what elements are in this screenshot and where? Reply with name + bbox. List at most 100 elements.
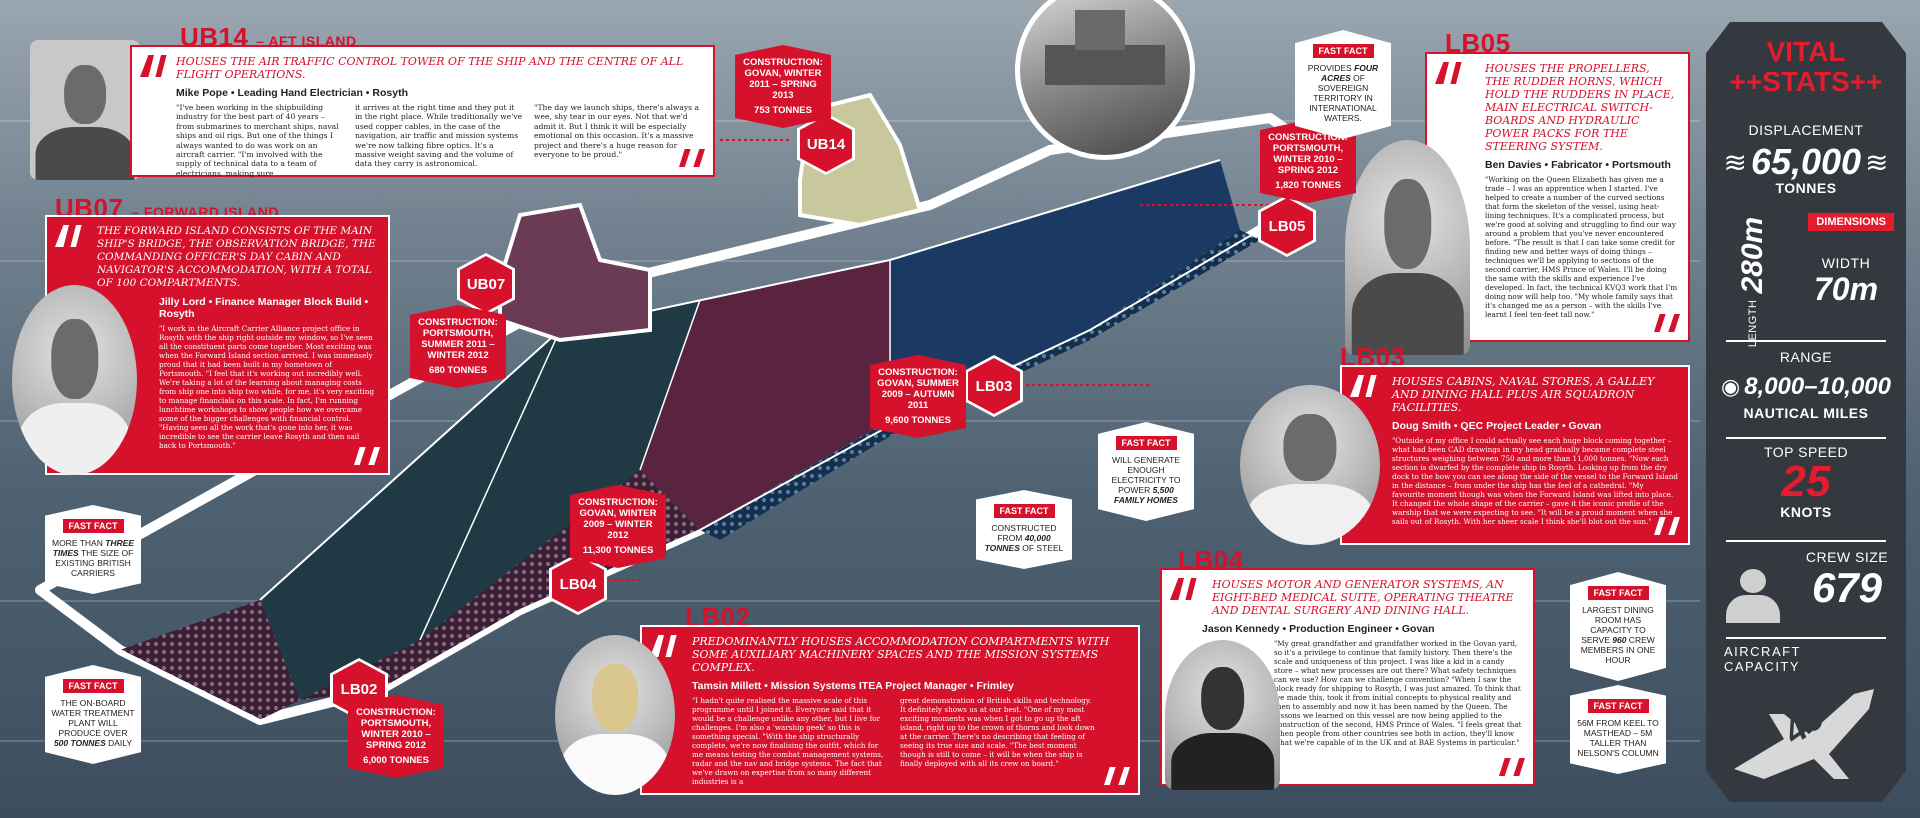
fast-fact-size: FAST FACT MORE THAN THREE TIMES THE SIZE… bbox=[45, 505, 141, 594]
fast-fact-label: FAST FACT bbox=[993, 504, 1055, 518]
forward-island bbox=[498, 202, 652, 343]
lb04-person: Jason Kennedy • Production Engineer • Go… bbox=[1202, 623, 1435, 635]
construction-tonnes: 753 TONNES bbox=[754, 105, 812, 116]
ub14-person: Mike Pope • Leading Hand Electrician • R… bbox=[176, 87, 408, 99]
portrait-mike-pope bbox=[30, 40, 140, 180]
ub14-text-col1: "I've been working in the shipbuilding i… bbox=[176, 103, 339, 178]
speed-unit: KNOTS bbox=[1780, 504, 1832, 520]
hull-section-line bbox=[639, 299, 701, 471]
lb05-body: "Working on the Queen Elizabeth has give… bbox=[1485, 175, 1678, 319]
lb05-person: Ben Davies • Fabricator • Portsmouth bbox=[1485, 159, 1671, 171]
ub07-person: Jilly Lord • Finance Manager Block Build… bbox=[159, 296, 369, 320]
range-label: RANGE bbox=[1779, 349, 1833, 365]
quote-icon bbox=[140, 55, 167, 77]
hull-keel-line bbox=[119, 229, 1261, 722]
speed-value: 25 bbox=[1781, 457, 1831, 506]
construction-tonnes: 11,300 TONNES bbox=[582, 545, 654, 556]
photo-ship-shape bbox=[1045, 45, 1165, 85]
wave-icon: ≋ bbox=[1865, 146, 1889, 178]
lb03-body: "Outside of my office I could actually s… bbox=[1392, 436, 1678, 526]
lb04-body: "My great grandfather and grandfather wo… bbox=[1274, 639, 1522, 747]
construction-text: CONSTRUCTION: GOVAN, WINTER 2009 – WINTE… bbox=[578, 497, 658, 541]
lb02-text-col1: "I hadn't quite realised the massive sca… bbox=[692, 696, 884, 786]
construction-badge-ub14: CONSTRUCTION: GOVAN, WINTER 2011 – SPRIN… bbox=[735, 45, 831, 128]
jet-icon bbox=[1734, 689, 1874, 779]
vital-stats-title: VITAL bbox=[1766, 36, 1846, 67]
speed-label: TOP SPEED bbox=[1763, 444, 1849, 460]
lb02-text-col2: great demonstration of British skills an… bbox=[900, 696, 1095, 768]
lb03-lead: HOUSES CABINS, NAVAL STORES, A GALLEY AN… bbox=[1392, 375, 1655, 414]
hull-block-lb05 bbox=[890, 160, 1240, 420]
fast-fact-water: FAST FACT THE ON-BOARD WATER TREATMENT P… bbox=[45, 665, 141, 764]
construction-text: CONSTRUCTION: PORTSMOUTH, WINTER 2010 – … bbox=[356, 707, 436, 751]
ub14-lead: HOUSES THE AIR TRAFFIC CONTROL TOWER OF … bbox=[176, 55, 684, 81]
hex-lb03: LB03 bbox=[968, 358, 1020, 414]
dock-photo bbox=[1015, 0, 1195, 160]
fast-fact-territory: FAST FACT PROVIDES FOUR ACRES OF SOVEREI… bbox=[1295, 30, 1391, 139]
lb05-lead: HOUSES THE PROPELLERS, THE RUDDER HORNS,… bbox=[1485, 62, 1675, 153]
lb03-panel: HOUSES CABINS, NAVAL STORES, A GALLEY AN… bbox=[1340, 365, 1690, 545]
displacement-value: 65,000 bbox=[1750, 141, 1862, 182]
lb03-person: Doug Smith • QEC Project Leader • Govan bbox=[1392, 420, 1602, 432]
portrait-jason-kennedy bbox=[1165, 640, 1280, 790]
fast-fact-electricity: FAST FACT WILL GENERATE ENOUGH ELECTRICI… bbox=[1098, 422, 1194, 521]
vital-stats-panel: VITAL ++STATS++ DISPLACEMENT ≋ 65,000 ≋ … bbox=[1706, 22, 1906, 802]
fast-fact-label: FAST FACT bbox=[1587, 586, 1649, 600]
radar-icon: ◉ bbox=[1720, 374, 1741, 399]
construction-tonnes: 680 TONNES bbox=[429, 365, 487, 376]
quote-close-icon bbox=[1499, 758, 1525, 776]
divider bbox=[1726, 637, 1886, 639]
wave-icon: ≋ bbox=[1723, 146, 1747, 178]
stat-range: RANGE ◉ 8,000–10,000 NAUTICAL MILES bbox=[1706, 349, 1906, 421]
fast-fact-label: FAST FACT bbox=[62, 679, 124, 693]
ub07-body: "I work in the Aircraft Carrier Alliance… bbox=[159, 324, 374, 450]
length-value: 280m bbox=[1736, 216, 1770, 294]
portrait-doug-smith bbox=[1240, 385, 1380, 545]
stat-length: LENGTH 280m WIDTH 70m bbox=[1706, 217, 1906, 347]
sea-streak bbox=[0, 260, 1700, 262]
lb02-panel: PREDOMINANTLY HOUSES ACCOMMODATION COMPA… bbox=[640, 625, 1140, 795]
fast-fact-steel: FAST FACT CONSTRUCTED FROM 40,000 TONNES… bbox=[976, 490, 1072, 569]
width-value: 70m bbox=[1813, 271, 1879, 307]
construction-text: CONSTRUCTION: GOVAN, WINTER 2011 – SPRIN… bbox=[743, 57, 823, 101]
ub14-text-col3: "The day we launch ships, there's always… bbox=[534, 103, 700, 160]
dimensions-label: DIMENSIONS bbox=[1808, 213, 1894, 231]
quote-icon bbox=[55, 225, 82, 247]
quote-icon bbox=[1435, 62, 1462, 84]
construction-text: CONSTRUCTION: PORTSMOUTH, WINTER 2010 – … bbox=[1268, 132, 1348, 176]
aircraft-label: AIRCRAFT CAPACITY bbox=[1724, 644, 1801, 674]
stat-displacement: DISPLACEMENT ≋ 65,000 ≋ TONNES bbox=[1706, 122, 1906, 196]
hull-section-line bbox=[419, 329, 561, 641]
fast-fact-label: FAST FACT bbox=[1587, 699, 1649, 713]
displacement-unit: TONNES bbox=[1775, 180, 1837, 196]
lb04-lead: HOUSES MOTOR AND GENERATOR SYSTEMS, AN E… bbox=[1212, 578, 1514, 617]
hex-ub07: UB07 bbox=[460, 256, 512, 312]
portrait-jilly-lord bbox=[12, 285, 137, 475]
range-unit: NAUTICAL MILES bbox=[1743, 405, 1869, 421]
fast-fact-label: FAST FACT bbox=[1115, 436, 1177, 450]
fast-fact-dining: FAST FACT LARGEST DINING ROOM HAS CAPACI… bbox=[1570, 572, 1666, 681]
stat-dimensions: DIMENSIONS bbox=[1706, 212, 1906, 231]
width-label: WIDTH bbox=[1821, 255, 1871, 271]
hull-deck-line bbox=[259, 159, 1221, 601]
ub07-lead: THE FORWARD ISLAND CONSISTS OF THE MAIN … bbox=[97, 225, 376, 289]
hex-ub14: UB14 bbox=[800, 116, 852, 172]
fast-fact-label: FAST FACT bbox=[1312, 44, 1374, 58]
construction-badge-lb03: CONSTRUCTION: GOVAN, SUMMER 2009 – AUTUM… bbox=[870, 355, 966, 438]
divider bbox=[1726, 340, 1886, 342]
divider bbox=[1726, 540, 1886, 542]
ub14-panel: HOUSES THE AIR TRAFFIC CONTROL TOWER OF … bbox=[130, 45, 715, 178]
vital-stats-subtitle: ++STATS++ bbox=[1729, 66, 1883, 97]
stat-aircraft: AIRCRAFT CAPACITY 40 bbox=[1706, 644, 1906, 784]
construction-badge-lb04: CONSTRUCTION: GOVAN, WINTER 2009 – WINTE… bbox=[570, 485, 666, 568]
hull-block-lb03 bbox=[560, 260, 890, 530]
construction-tonnes: 1,820 TONNES bbox=[1275, 180, 1341, 191]
ub14-text-col2: it arrives at the right time and they pu… bbox=[355, 103, 523, 169]
displacement-label: DISPLACEMENT bbox=[1748, 122, 1864, 138]
crew-value: 679 bbox=[1811, 564, 1883, 611]
construction-text: CONSTRUCTION: GOVAN, SUMMER 2009 – AUTUM… bbox=[877, 367, 959, 411]
lb02-person: Tamsin Millett • Mission Systems ITEA Pr… bbox=[692, 680, 1014, 692]
construction-text: CONSTRUCTION: PORTSMOUTH, SUMMER 2011 – … bbox=[418, 317, 498, 361]
construction-tonnes: 6,000 TONNES bbox=[363, 755, 429, 766]
quote-icon bbox=[1170, 578, 1197, 600]
